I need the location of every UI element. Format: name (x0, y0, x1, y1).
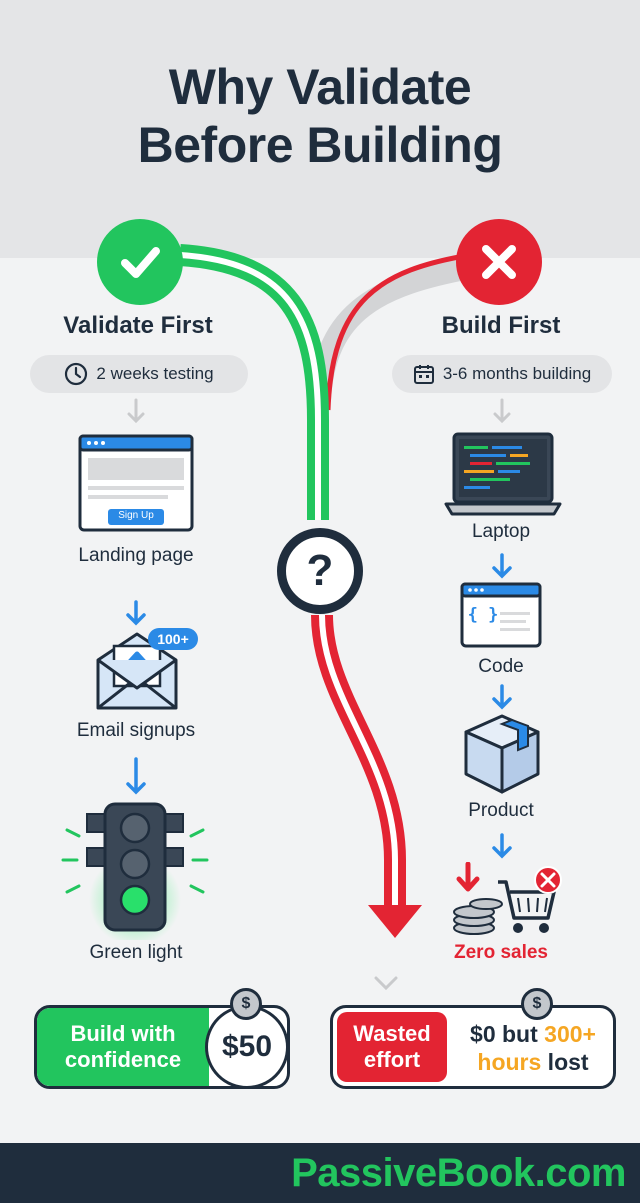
right-step-product: Product (468, 800, 534, 821)
left-step-landing-page: Landing page (78, 545, 194, 566)
dollar-icon: $ (532, 995, 542, 1012)
left-blue-arrow-1 (126, 600, 146, 626)
red-upper-path (325, 252, 471, 411)
right-blue-arrow-2 (492, 684, 512, 710)
left-dollar-badge: $ (230, 988, 262, 1020)
laptop-icon (444, 432, 562, 516)
right-step-zero-sales: Zero sales (454, 942, 548, 963)
right-duration-text: 3-6 months building (442, 364, 592, 383)
x-icon (482, 245, 516, 279)
right-gray-arrow (493, 398, 511, 424)
left-duration-text: 2 weeks testing (96, 364, 214, 383)
red-arrowhead (368, 905, 422, 938)
email-count-badge: 100+ (157, 631, 189, 647)
left-result-line-1: Build with (70, 1021, 176, 1046)
header-band (0, 0, 640, 258)
right-blue-arrow-3 (492, 833, 512, 859)
right-step-code: Code (478, 656, 524, 677)
calendar-icon (413, 365, 434, 384)
title-line-1: Why Validate (168, 59, 472, 115)
right-result-line-1: Wasted (353, 1021, 431, 1046)
right-cost-part-1: $0 but (470, 1021, 545, 1047)
right-column-title: Build First (441, 312, 561, 339)
check-badge (97, 219, 183, 305)
left-result-cost: $50 (221, 1030, 273, 1063)
title-line-2: Before Building (137, 117, 503, 173)
left-step-email-signups: Email signups (76, 720, 196, 741)
question-mark-icon: ? (306, 546, 334, 595)
right-step-laptop: Laptop (471, 521, 531, 542)
left-step-green-light: Green light (89, 942, 183, 963)
right-result-label: Wasted effort (337, 1012, 447, 1082)
email-envelope-icon (96, 628, 198, 710)
right-cost-hours-number: 300+ (544, 1021, 596, 1047)
code-braces-glyph: { } (467, 605, 499, 625)
left-result-line-2: confidence (64, 1047, 182, 1072)
page-title: Why Validate Before Building (0, 58, 640, 174)
chevron-down-icon (374, 976, 398, 991)
zero-sales-cart-icon (453, 862, 562, 935)
right-result-cost: $0 but 300+ hours lost (455, 1020, 611, 1076)
right-cost-hours-word: hours (477, 1049, 542, 1075)
right-duration-pill: 3-6 months building (392, 355, 612, 393)
right-blue-arrow-1 (492, 553, 512, 579)
traffic-light-icon (61, 802, 209, 940)
right-result-card: Wasted effort $0 but 300+ hours lost $ (330, 988, 616, 1089)
green-path-inner (179, 252, 321, 520)
question-badge: ? (277, 528, 363, 614)
left-blue-arrow-2 (126, 757, 146, 795)
left-result-label: Build with confidence (37, 1008, 209, 1086)
right-cost-lost: lost (541, 1049, 589, 1075)
red-lower-path-inner (319, 614, 398, 905)
landing-page-icon (78, 434, 194, 532)
code-window-icon (460, 582, 542, 648)
right-dollar-badge: $ (521, 988, 553, 1020)
clock-icon (65, 362, 88, 386)
x-badge (456, 219, 542, 305)
dollar-icon: $ (241, 995, 251, 1012)
product-box-icon (464, 714, 540, 794)
landing-signup-button-label: Sign Up (118, 510, 154, 521)
check-icon (121, 247, 160, 278)
left-gray-arrow (127, 398, 145, 424)
footer-brand[interactable]: PassiveBook.com (291, 1151, 626, 1195)
right-result-line-2: effort (363, 1047, 421, 1072)
left-result-card: Build with confidence $50 $ (34, 988, 290, 1089)
footer-bar: PassiveBook.com (0, 1143, 640, 1203)
left-duration-pill: 2 weeks testing (30, 355, 248, 393)
left-column-title: Validate First (63, 312, 213, 339)
